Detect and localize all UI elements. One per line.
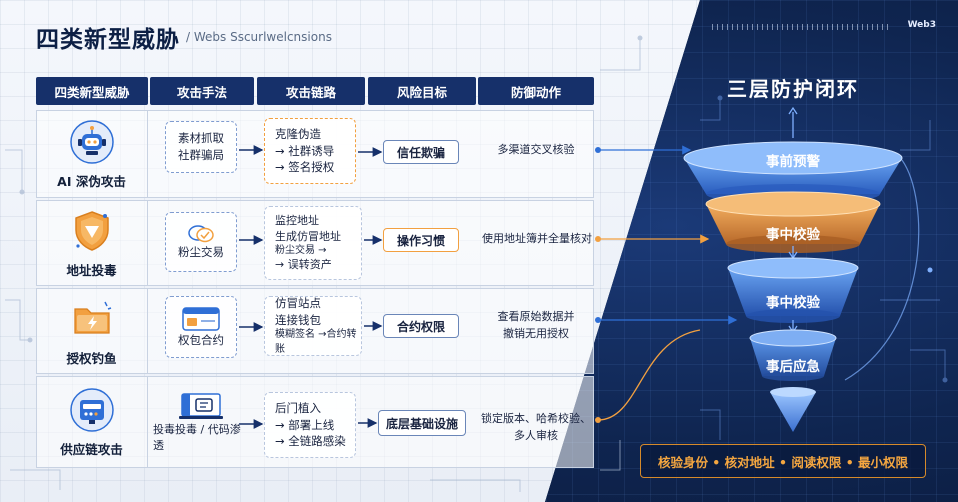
wallet-card-icon [182, 306, 220, 331]
threat-cell-ai-deepfake: AI 深伪攻击 [36, 110, 148, 198]
column-header-method: 攻击手法 [150, 77, 254, 105]
chain-step: 监控地址 [275, 214, 319, 228]
brand-label: Web3 [907, 20, 936, 30]
chain-box: 后门植入 → 部署上线 → 全链路感染 [264, 392, 356, 458]
funnel-layer-4 [749, 329, 837, 381]
funnel-stage-label: 事后应急 [766, 359, 820, 375]
method-box: 权包合约 [165, 296, 237, 358]
chain-step: 模糊签名 →合约转账 [275, 329, 357, 355]
threat-cell-authorization-phishing: 授权钓鱼 [36, 288, 148, 374]
chain-step: → 社群诱导 [275, 143, 335, 158]
defense-line: 撤销无用授权 [503, 327, 569, 341]
chain-step: 粉尘交易 → [275, 244, 327, 256]
principles-banner: 核验身份 • 核对地址 • 阅读权限 • 最小权限 [640, 444, 926, 478]
method-line: 投毒投毒 / 代码渗透 [153, 423, 241, 452]
chain-step: → 误转资产 [275, 258, 332, 272]
funnel-tip [770, 387, 816, 432]
method-box: 素材抓取 社群骗局 [165, 121, 237, 173]
chain-step: 生成仿冒地址 [275, 229, 341, 243]
threat-cell-supply-chain: 供应链攻击 [36, 376, 148, 468]
chain-step: 克隆伪造 [275, 126, 321, 141]
threat-label: AI 深伪攻击 [57, 173, 126, 189]
chain-box: 监控地址 生成仿冒地址 粉尘交易 → → 误转资产 [264, 206, 362, 280]
risk-target-box: 合约权限 [383, 314, 459, 338]
defense-line: 多渠道交叉核验 [497, 143, 575, 156]
risk-target-box: 信任欺骗 [383, 140, 459, 164]
defense-line: 锁定版本、哈希校验、 [481, 412, 591, 425]
funnel-stage-label: 事中校验 [766, 227, 820, 243]
method-line: 权包合约 [178, 332, 224, 347]
page-title: 四类新型威胁 [36, 27, 180, 53]
chain-step: → 部署上线 [275, 417, 335, 432]
closed-loop-title: 三层防护闭环 [727, 77, 859, 101]
method-line: 社群骗局 [178, 148, 224, 162]
defense-text: 使用地址簿并全量核对 [478, 230, 596, 247]
defense-line: 查看原始数据并 [497, 310, 575, 323]
threat-cell-address-poisoning: 地址投毒 [36, 200, 148, 286]
threat-label: 授权钓鱼 [66, 350, 117, 366]
decorative-tick-row [712, 24, 892, 30]
method-line: 粉尘交易 [178, 244, 224, 259]
server-icon [69, 387, 115, 433]
funnel-stage-label: 事前预警 [766, 154, 820, 170]
threat-label: 地址投毒 [66, 262, 117, 278]
page-subtitle: / Webs Sscurlwelcnsions [186, 30, 332, 44]
method-line: 素材抓取 [178, 131, 224, 146]
shield-warning-icon [69, 208, 115, 254]
defense-text: 查看原始数据并 撤销无用授权 [480, 308, 592, 342]
defense-line: 多人审核 [514, 429, 558, 443]
column-header-chain: 攻击链路 [257, 77, 365, 105]
defense-text: 锁定版本、哈希校验、 多人审核 [478, 410, 594, 444]
chain-step: → 全链路感染 [275, 434, 346, 449]
chain-step: 连接钱包 [275, 312, 321, 327]
chain-step: → 签名授权 [275, 160, 335, 175]
funnel-layer-2 [705, 191, 881, 253]
threat-label: 供应链攻击 [60, 441, 123, 457]
column-header-threat: 四类新型威胁 [36, 77, 148, 105]
chat-bubbles-icon [188, 224, 214, 242]
column-header-risk: 风险目标 [368, 77, 476, 105]
defense-text: 多渠道交叉核验 [480, 141, 592, 158]
chain-box: 仿冒站点 连接钱包 模糊签名 →合约转账 [264, 296, 362, 356]
method-box: 粉尘交易 [165, 212, 237, 272]
risk-target-box: 底层基础设施 [378, 410, 466, 436]
chain-step: 仿冒站点 [275, 295, 321, 310]
risk-target-box: 操作习惯 [383, 228, 459, 252]
funnel-stage-label: 事中校验 [766, 295, 820, 311]
robot-icon [69, 119, 115, 165]
method-box: 投毒投毒 / 代码渗透 [152, 390, 250, 456]
chain-box: 克隆伪造 → 社群诱导 → 签名授权 [264, 118, 356, 184]
funnel-layer-3 [727, 257, 859, 323]
defense-line: 使用地址簿并全量核对 [482, 232, 592, 245]
chain-step: 后门植入 [275, 400, 321, 415]
laptop-code-icon [179, 393, 223, 420]
column-header-defense: 防御动作 [478, 77, 594, 105]
loop-arrow [844, 159, 920, 381]
folder-lightning-icon [69, 296, 115, 342]
